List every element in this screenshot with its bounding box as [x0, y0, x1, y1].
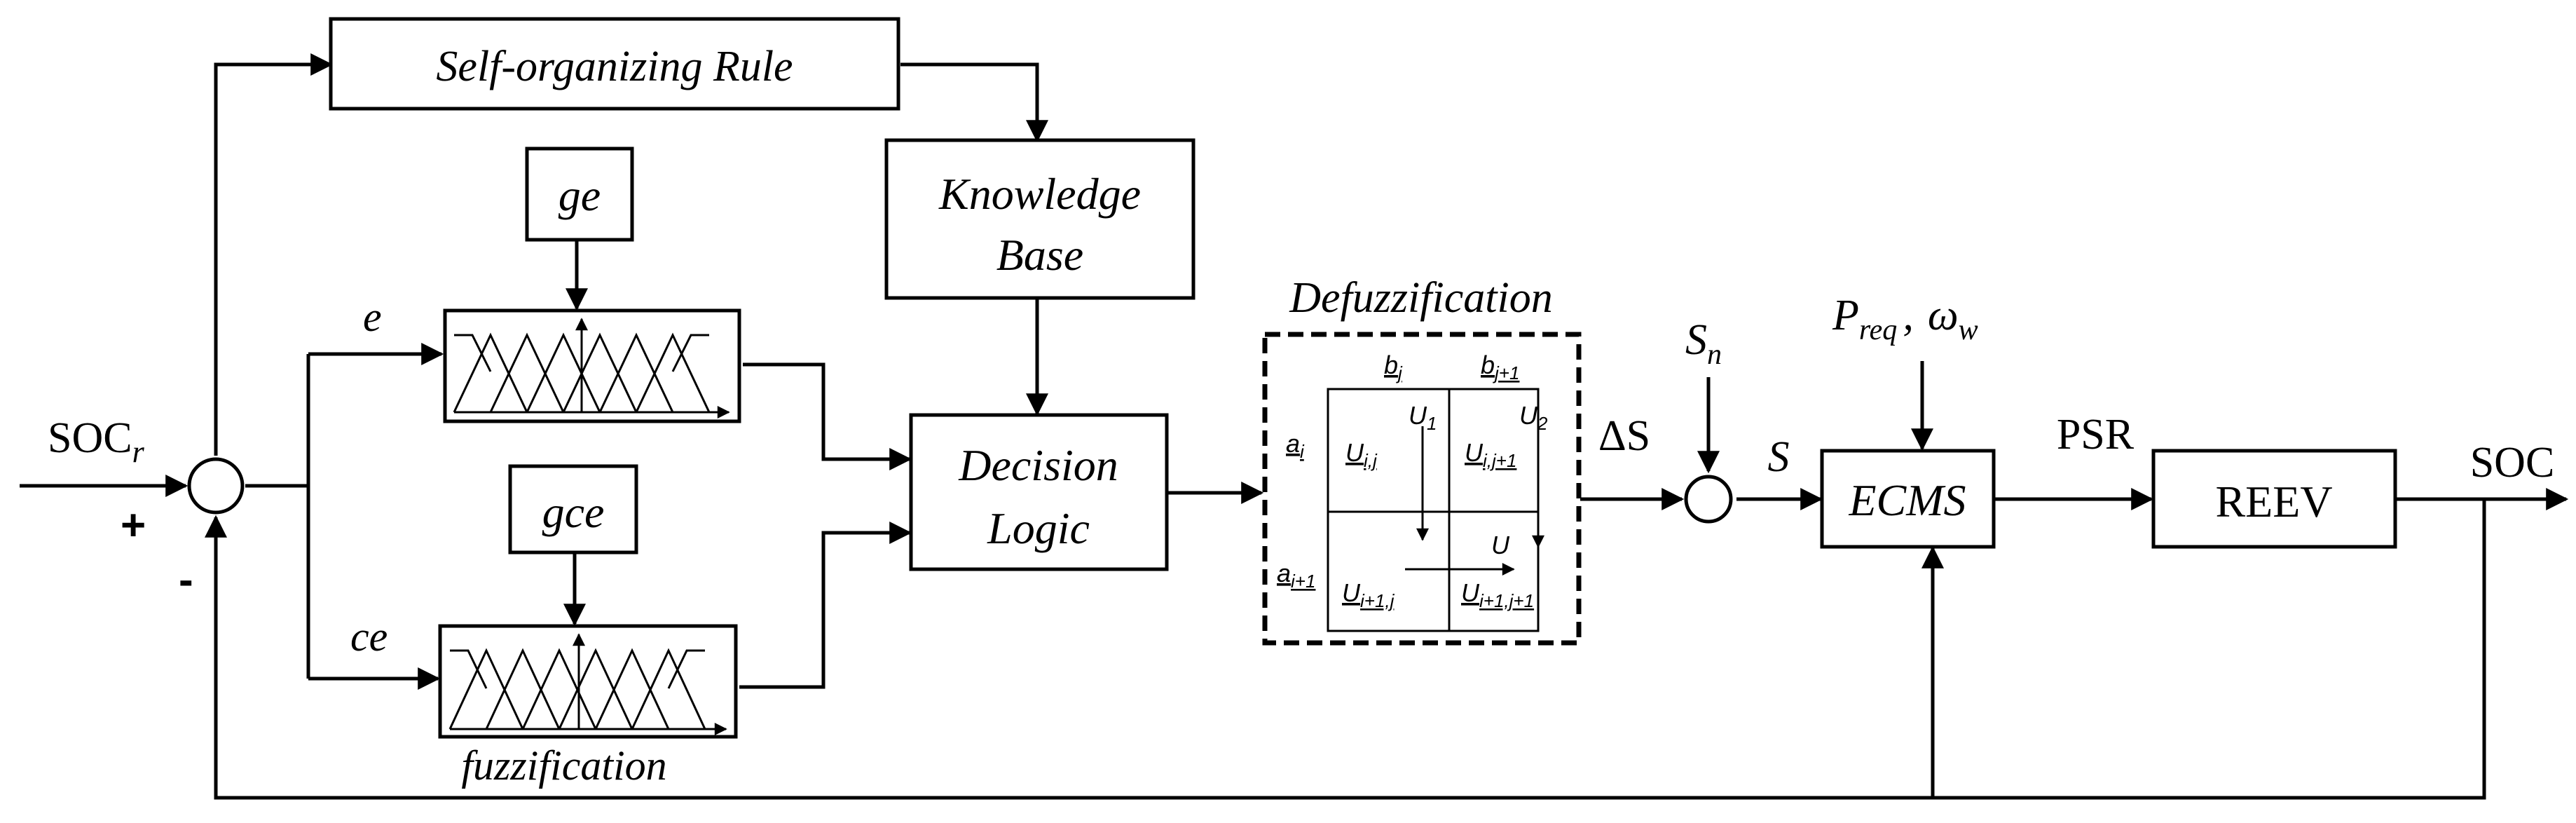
- decision-logic-label-line2: Logic: [987, 503, 1090, 553]
- u-i1j1-label: Ui+1,j+1: [1461, 578, 1534, 611]
- u-ij1-label: Ui,j+1: [1465, 438, 1516, 471]
- signal-lines: [20, 53, 2569, 800]
- decision-logic-block: Decision Logic: [909, 413, 1169, 571]
- summing-junction-2: [1684, 475, 1733, 524]
- psr-label: PSR: [2057, 411, 2135, 458]
- membership-functions-ce: [448, 633, 727, 735]
- a-i-label: ai: [1286, 429, 1305, 462]
- s-label: S: [1768, 433, 1790, 481]
- ecms-label: ECMS: [1848, 475, 1966, 525]
- e-label: e: [363, 294, 382, 340]
- gce-label: gce: [542, 487, 605, 537]
- ge-label: ge: [559, 170, 601, 220]
- u-label: U: [1491, 531, 1510, 559]
- knowledge-base-block: Knowledge Base: [884, 138, 1195, 300]
- sn-label: Sn: [1685, 316, 1722, 371]
- fuzz-e-to-decision-line: [743, 362, 912, 470]
- feedback-loop-line: [205, 499, 2486, 800]
- b-j-label: bj: [1384, 351, 1403, 383]
- preq-omega-label: Preq,ωw: [1832, 292, 1978, 346]
- plus-sign: +: [121, 501, 146, 550]
- ge-gain-block: ge: [525, 147, 634, 242]
- defuzz-grid: [1327, 388, 1544, 632]
- fuzz-ce-to-decision-line: [739, 522, 912, 689]
- fuzzifier-e-block: [443, 308, 741, 423]
- reev-block: REEV: [2151, 449, 2397, 549]
- membership-functions-e: [453, 318, 730, 419]
- gce-gain-block: gce: [508, 464, 638, 555]
- self-organizing-rule-label: Self-organizing Rule: [436, 43, 793, 90]
- u-ij-label: Ui,j: [1345, 438, 1378, 471]
- a-i1-label: ai+1: [1277, 559, 1315, 592]
- defuzzification-block: [1262, 332, 1582, 646]
- knowledge-base-label-line1: Knowledge: [938, 169, 1141, 219]
- minus-sign: -: [179, 556, 193, 604]
- delta-s-label: ΔS: [1598, 412, 1650, 460]
- soc-r-label: SOCr: [48, 414, 145, 469]
- to-self-organizing-line: [214, 53, 334, 456]
- rule-to-kb-line: [900, 62, 1048, 143]
- ce-label: ce: [350, 613, 388, 660]
- self-organizing-rule-block: Self-organizing Rule: [329, 17, 900, 111]
- defuzz-grid-labels: bj bj+1 ai ai+1 Ui,j Ui,j+1 Ui+1,j Ui+1,…: [1277, 351, 1548, 611]
- reev-label: REEV: [2215, 477, 2332, 526]
- b-j1-label: bj+1: [1481, 351, 1519, 383]
- defuzzification-label: Defuzzification: [1289, 274, 1552, 322]
- ecms-block: ECMS: [1820, 449, 1996, 549]
- knowledge-base-label-line2: Base: [996, 230, 1083, 280]
- u-i1j-label: Ui+1,j: [1342, 578, 1395, 611]
- summing-junction-1: [187, 457, 245, 515]
- soc-label: SOC: [2470, 439, 2555, 487]
- u2-label: U2: [1519, 401, 1548, 434]
- u1-label: U1: [1409, 401, 1437, 434]
- decision-logic-label-line1: Decision: [958, 440, 1118, 490]
- fuzzifier-ce-block: [438, 624, 738, 739]
- fuzzification-label: fuzzification: [461, 742, 666, 789]
